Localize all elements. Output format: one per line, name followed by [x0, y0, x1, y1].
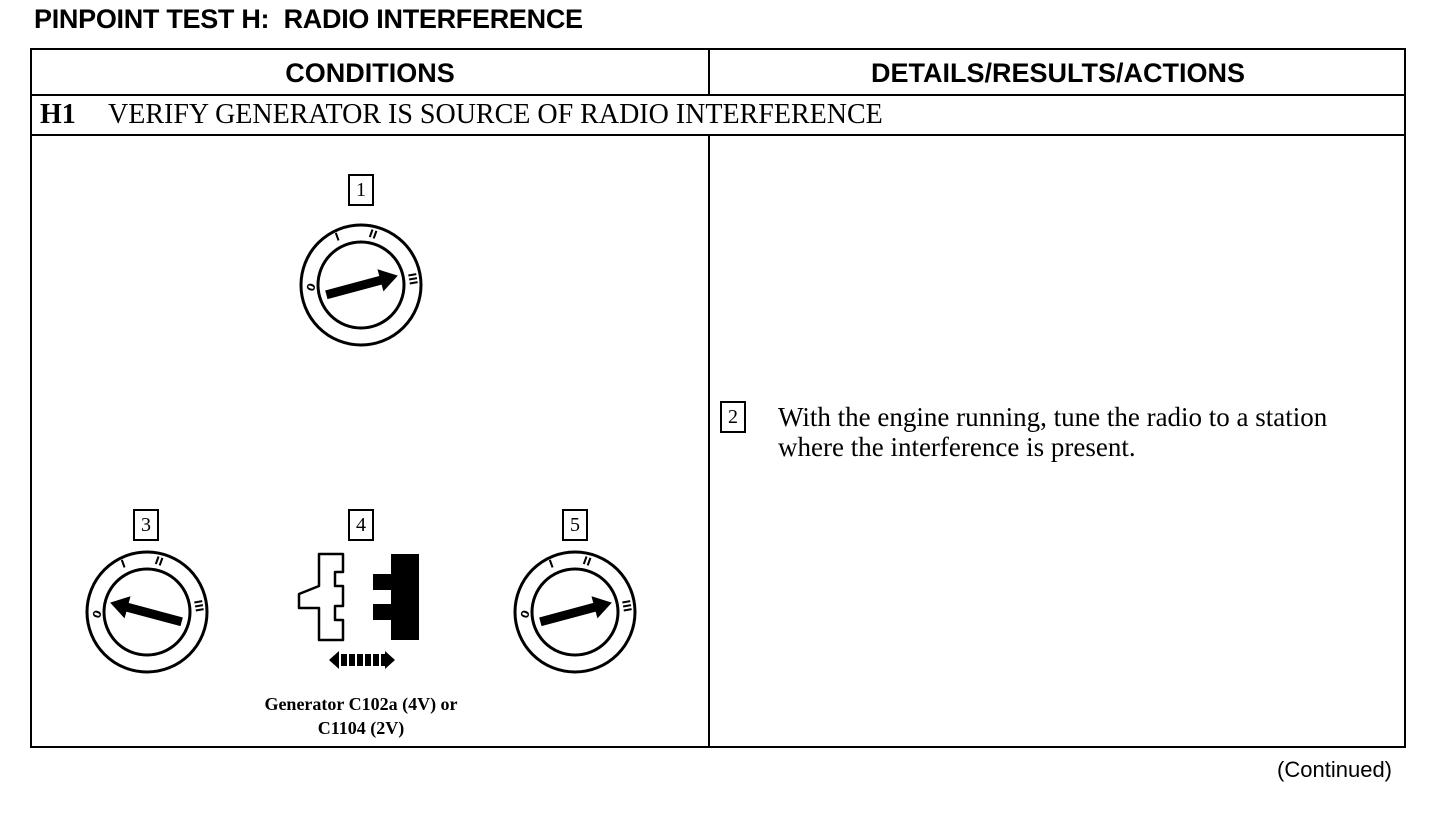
header-rule: [32, 94, 1404, 96]
details-header: DETAILS/RESULTS/ACTIONS: [870, 58, 1245, 88]
step-row: H1 VERIFY GENERATOR IS SOURCE OF RADIO IN…: [40, 96, 883, 134]
instruction-line-2: where the interference is present.: [778, 432, 1136, 462]
connector-caption: Generator C102a (4V) or C1104 (2V): [236, 692, 486, 740]
callout-5: 5: [562, 509, 588, 541]
column-divider-top: [708, 50, 710, 94]
callout-3: 3: [133, 509, 159, 541]
caption-line-2: C1104 (2V): [317, 718, 405, 738]
column-divider: [708, 136, 710, 748]
step-title: VERIFY GENERATOR IS SOURCE OF RADIO INTE…: [108, 99, 883, 130]
caption-line-1: Generator C102a (4V) or: [264, 694, 458, 714]
step-id: H1: [40, 99, 76, 130]
continued-label: (Continued): [1277, 757, 1392, 782]
step-rule: [32, 134, 1404, 136]
ignition-switch-icon: [85, 550, 209, 674]
ignition-switch-icon: [299, 223, 423, 347]
instruction-line-1: With the engine running, tune the radio …: [778, 402, 1328, 432]
connector-disconnect-icon: [297, 552, 419, 669]
ignition-switch-icon: [513, 550, 637, 674]
pinpoint-test-table: CONDITIONS DETAILS/RESULTS/ACTIONS H1 VER…: [30, 48, 1406, 748]
conditions-header: CONDITIONS: [285, 58, 455, 88]
page-title: PINPOINT TEST H: RADIO INTERFERENCE: [34, 4, 583, 34]
callout-4: 4: [348, 509, 374, 541]
callout-1: 1: [348, 174, 374, 206]
callout-2: 2: [720, 401, 746, 433]
instruction-text: With the engine running, tune the radio …: [778, 402, 1398, 462]
